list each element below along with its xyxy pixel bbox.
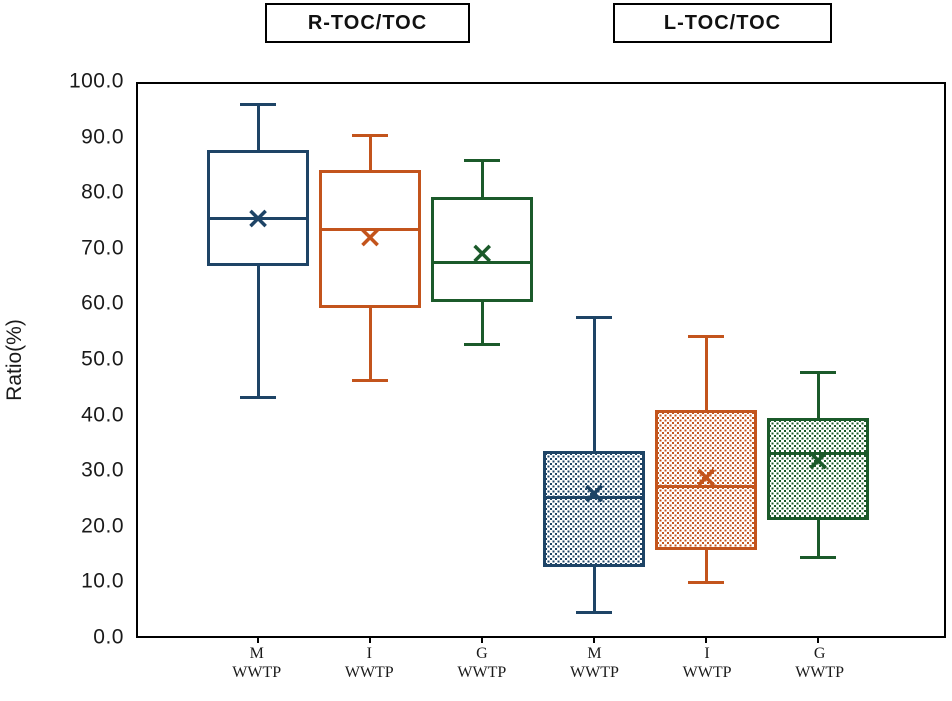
x-tick-mark [481, 636, 484, 643]
x-tick-mark [817, 636, 820, 643]
x-tick-label-line2: WWTP [232, 664, 282, 681]
iqr-box [319, 169, 422, 308]
boxplot-l-toc-toc-i-wwtp: × [655, 84, 758, 643]
mean-marker: × [357, 219, 383, 255]
plot-area: × × × × × × [136, 82, 946, 643]
whisker-lower-line [368, 307, 372, 383]
group-label-l-toc-toc: L-TOC/TOC [613, 3, 832, 43]
y-tick-label: 0.0 [93, 625, 124, 649]
boxplot-r-toc-toc-g-wwtp: × [431, 84, 534, 643]
whisker-lower-line [704, 550, 708, 584]
whisker-upper-cap [464, 158, 501, 162]
y-tick-label: 70.0 [81, 236, 124, 260]
whisker-upper-cap [800, 371, 837, 375]
iqr-box [543, 451, 646, 567]
iqr-box [767, 417, 870, 521]
y-tick-label: 60.0 [81, 291, 124, 315]
whisker-upper-line [480, 158, 484, 198]
x-tick-label-line1: I [704, 645, 710, 662]
whisker-upper-line [256, 103, 260, 151]
boxplot-r-toc-toc-i-wwtp: × [319, 84, 422, 643]
whisker-upper-cap [576, 315, 613, 319]
group-label-r-toc-toc: R-TOC/TOC [265, 3, 470, 43]
whisker-upper-line [368, 133, 372, 170]
group-label-r-toc-toc-text: R-TOC/TOC [307, 11, 428, 34]
median-line [319, 228, 422, 232]
whisker-upper-cap [352, 133, 389, 137]
iqr-box [655, 409, 758, 551]
x-tick-label-line2: WWTP [682, 664, 732, 681]
median-line [543, 496, 646, 499]
median-line [655, 484, 758, 488]
mean-marker: × [581, 476, 607, 512]
x-tick-mark [257, 636, 260, 643]
x-tick-label-line2: WWTP [344, 664, 394, 681]
whisker-upper-line [592, 315, 596, 452]
x-tick-label: M WWTP [197, 644, 317, 682]
x-tick-label-line1: G [813, 645, 826, 662]
y-tick-label: 50.0 [81, 347, 124, 371]
median-line [431, 261, 534, 265]
median-line [767, 451, 870, 455]
mean-marker: × [469, 235, 495, 271]
x-tick-label-line2: WWTP [457, 664, 507, 681]
x-tick-mark [705, 636, 708, 643]
x-tick-label: M WWTP [534, 644, 654, 682]
mean-marker: × [693, 459, 719, 495]
whisker-lower-cap [464, 343, 501, 347]
mean-marker: × [805, 442, 831, 478]
whisker-upper-cap [240, 103, 277, 107]
group-label-l-toc-toc-text: L-TOC/TOC [663, 11, 782, 34]
whisker-lower-line [480, 302, 484, 347]
iqr-box [207, 150, 310, 267]
mean-marker: × [245, 201, 271, 237]
x-tick-label: I WWTP [309, 644, 429, 682]
x-tick-label-line1: M [587, 645, 602, 662]
y-tick-label: 80.0 [81, 180, 124, 204]
whisker-lower-line [256, 266, 260, 399]
whisker-upper-line [816, 371, 820, 418]
x-tick-label-line1: M [249, 645, 264, 662]
x-tick-label-line2: WWTP [570, 664, 619, 681]
y-tick-label: 40.0 [81, 403, 124, 427]
x-tick-mark [369, 636, 372, 643]
x-axis-labels: M WWTP I WWTP G WWTP M WWTP I WWTP G WWTP [136, 644, 946, 694]
x-tick-mark [593, 636, 596, 643]
whisker-lower-cap [688, 580, 725, 584]
x-tick-label: G WWTP [760, 644, 880, 682]
whisker-lower-cap [800, 555, 837, 559]
median-line [207, 217, 310, 221]
iqr-box [431, 197, 534, 303]
y-tick-label: 20.0 [81, 514, 124, 538]
x-tick-label: I WWTP [647, 644, 767, 682]
whisker-lower-cap [352, 379, 389, 383]
boxplot-l-toc-toc-g-wwtp: × [767, 84, 870, 643]
y-tick-label: 10.0 [81, 569, 124, 593]
whisker-upper-cap [688, 335, 725, 339]
x-tick-label-line1: I [366, 645, 372, 662]
x-tick-label-line1: G [476, 645, 488, 662]
whisker-upper-line [704, 335, 708, 410]
whisker-lower-line [592, 567, 596, 614]
x-tick-label-line2: WWTP [795, 664, 845, 681]
y-tick-label: 100.0 [68, 69, 124, 93]
boxplot-l-toc-toc-m-wwtp: × [543, 84, 646, 643]
whisker-lower-line [816, 520, 820, 559]
whisker-lower-cap [576, 610, 613, 614]
y-tick-label: 90.0 [81, 125, 124, 149]
y-axis-ticks: 0.0 10.0 20.0 30.0 40.0 50.0 60.0 70.0 80.0 90.0 1… [0, 70, 128, 649]
y-tick-label: 30.0 [81, 458, 124, 482]
whisker-lower-cap [240, 395, 277, 399]
x-tick-label: G WWTP [422, 644, 542, 682]
boxplot-r-toc-toc-m-wwtp: × [207, 84, 310, 643]
